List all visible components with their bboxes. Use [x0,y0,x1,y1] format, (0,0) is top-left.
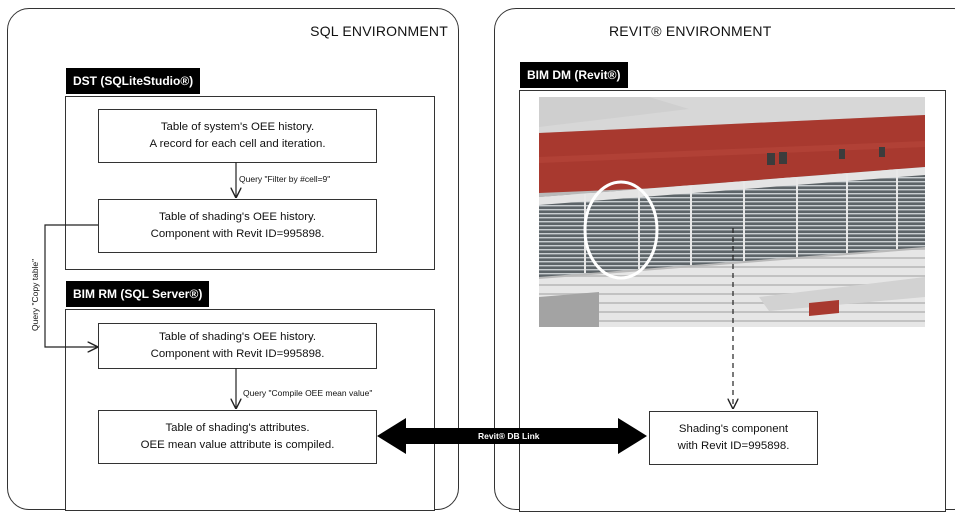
rm-shading-attributes-table: Table of shading's attributes. OEE mean … [98,410,377,464]
query-compile-label: Query "Compile OEE mean value" [243,388,373,398]
dst-panel-label: DST (SQLiteStudio®) [66,68,201,94]
rm-shading-oee-table-line1: Table of shading's OEE history. [158,331,317,343]
rm-shading-oee-table: Table of shading's OEE history. Componen… [98,323,377,369]
db-link-label: Revit® DB Link [478,431,540,441]
sql-environment-title: SQL ENVIRONMENT [310,23,448,39]
dst-shading-oee-table-line2: Component with Revit ID=995898. [150,228,325,240]
building-model-image [539,97,925,327]
dst-system-oee-table: Table of system's OEE history. A record … [98,109,377,163]
rm-shading-attributes-table-line1: Table of shading's attributes. [165,422,310,434]
revit-shading-component-line1: Shading's component [678,423,789,435]
revit-environment-title: REVIT® ENVIRONMENT [609,23,772,39]
dst-shading-oee-table: Table of shading's OEE history. Componen… [98,199,377,253]
revit-shading-component: Shading's component with Revit ID=995898… [649,411,818,465]
rm-shading-oee-table-line2: Component with Revit ID=995898. [150,348,325,360]
rm-shading-attributes-table-line2: OEE mean value attribute is compiled. [140,439,335,451]
query-copy-label: Query "Copy table" [30,258,40,331]
bim-rm-panel-label: BIM RM (SQL Server®) [66,281,210,307]
dst-system-oee-table-line1: Table of system's OEE history. [160,121,315,133]
bim-dm-panel-label: BIM DM (Revit®) [520,62,628,88]
dst-shading-oee-table-line1: Table of shading's OEE history. [158,211,317,223]
query-filter-label: Query "Filter by #cell=9" [239,174,331,184]
revit-shading-component-line2: with Revit ID=995898. [677,440,790,452]
dst-system-oee-table-line2: A record for each cell and iteration. [149,138,326,150]
